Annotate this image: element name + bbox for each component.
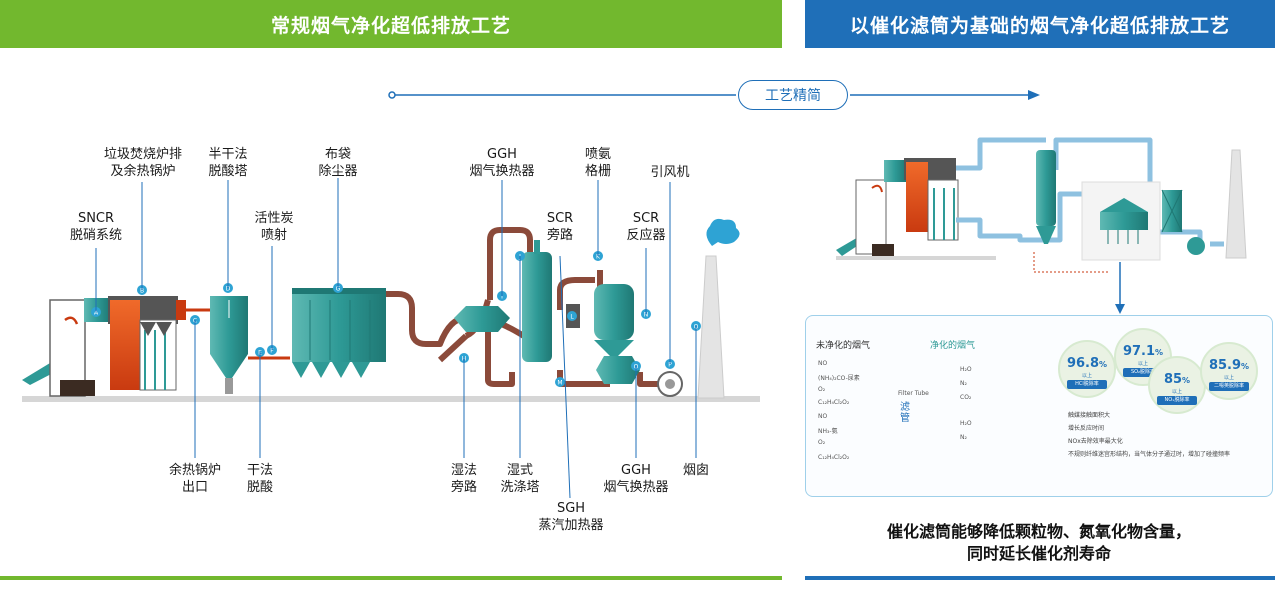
stat-dioxin: 85.9% 以上 二噁英脱除率	[1200, 342, 1258, 400]
left-title-banner: 常规烟气净化超低排放工艺	[0, 0, 782, 48]
node-markers: ABCDEFGHIJKLMNOPQ	[91, 251, 701, 387]
label-wet-scrubber: 湿式 洗涤塔	[500, 463, 540, 495]
caption-line-2: 同时延长催化剂寿命	[966, 544, 1111, 563]
induced-fan-icon	[657, 371, 683, 397]
node-letter-N: N	[644, 312, 649, 319]
leader-lines	[95, 178, 697, 499]
node-letter-G: G	[336, 286, 341, 293]
node-letter-B: B	[140, 288, 144, 295]
node-letter-A: A	[94, 310, 99, 317]
node-letter-P: P	[668, 362, 672, 369]
process-simplified-pill: 工艺精简	[738, 80, 848, 110]
node-letter-K: K	[596, 254, 601, 261]
label-ggh-top: GGH 烟气换热器	[469, 147, 535, 179]
input-4: NO	[818, 413, 828, 420]
label-semi-dry: 半干法 脱酸塔	[208, 147, 248, 179]
output-3: H₂O	[960, 420, 972, 427]
label-wet-bypass: 湿法 旁路	[450, 463, 477, 495]
label-dry-acid: 干法 脱酸	[246, 463, 273, 495]
node-letter-I: I	[501, 294, 503, 301]
input-5: NH₃-氨	[818, 428, 838, 435]
bottom-line-left	[0, 576, 782, 580]
process-arrow	[388, 90, 1040, 100]
bullet-3: 不规则纤维迷宫形结构，当气体分子通过时，增加了碰撞频率	[1068, 451, 1231, 458]
input-0: NO	[818, 360, 828, 367]
node-letter-F: F	[270, 348, 274, 355]
label-induced-fan: 引风机	[650, 165, 690, 180]
node-letter-L: L	[570, 314, 574, 321]
bag-filter-icon	[292, 288, 386, 378]
node-marker-M	[555, 377, 565, 387]
input-3: C₁₂H₄Cl₂O₂	[818, 399, 850, 406]
input-7: C₁₂H₄Cl₂O₂	[818, 454, 850, 461]
flue-pipe	[386, 227, 680, 387]
input-1: (NH₄)₂CO-尿素	[818, 375, 860, 382]
label-boiler-outlet: 余热锅炉 出口	[168, 463, 221, 495]
chimney-icon	[697, 218, 740, 399]
output-2: CO₂	[960, 394, 972, 401]
ground-line	[22, 396, 760, 402]
right-title: 以催化滤筒为基础的烟气净化超低排放工艺	[849, 14, 1230, 37]
label-scr-bypass: SCR 旁路	[546, 211, 574, 243]
left-title: 常规烟气净化超低排放工艺	[270, 14, 511, 37]
label-chimney: 烟囱	[682, 463, 709, 478]
bullet-0: 触媒接触面积大	[1068, 412, 1111, 419]
ggh-bottom-icon	[596, 356, 640, 384]
clean-gas-label: 净化的烟气	[930, 341, 976, 351]
catalyst-filter-panel	[805, 315, 1273, 497]
label-scr-reactor: SCR 反应器	[626, 211, 666, 243]
node-letter-M: M	[557, 380, 562, 387]
filter-tube-en: Filter Tube	[898, 390, 929, 397]
label-activated-carbon: 活性炭 喷射	[254, 211, 294, 243]
bullet-1: 增长反应时间	[1068, 425, 1105, 432]
bottom-line-right	[805, 576, 1275, 580]
right-title-banner: 以催化滤筒为基础的烟气净化超低排放工艺	[805, 0, 1275, 48]
stat-hcl: 96.8% 以上 HCl脱除率	[1058, 340, 1116, 398]
label-sgh: SGH 蒸汽加热器	[538, 501, 604, 533]
node-marker-L	[567, 311, 577, 321]
boiler-icon	[22, 296, 186, 397]
label-ggh-bottom: GGH 烟气换热器	[603, 463, 669, 495]
output-4: N₂	[960, 434, 967, 441]
unclean-gas-label: 未净化的烟气	[816, 341, 871, 351]
caption-line-1: 催化滤筒能够降低颗粒物、氮氧化物含量，	[886, 522, 1191, 541]
output-1: N₂	[960, 380, 967, 387]
output-0: H₂O	[960, 366, 972, 373]
input-2: O₂	[818, 386, 826, 393]
semi-dry-tower-icon	[210, 296, 248, 394]
input-6: O₂	[818, 439, 826, 446]
label-spray-ammonia: 喷氨 格栅	[584, 147, 611, 179]
bullet-2: NOx去除效率最大化	[1068, 438, 1123, 445]
node-letter-D: D	[226, 286, 231, 293]
stat-nox: 85% 以上 NOₓ脱除率	[1148, 356, 1206, 414]
simplified-flow-icon	[836, 137, 1247, 314]
wet-scrubber-icon	[522, 240, 552, 362]
label-sncr: SNCR 脱硝系统	[69, 211, 122, 243]
filter-tube-cn: 滤 管	[900, 402, 910, 424]
scr-reactor-icon	[566, 284, 634, 356]
label-garbage-boiler: 垃圾焚烧炉排 及余热锅炉	[103, 147, 182, 179]
label-bag-filter: 布袋 除尘器	[318, 147, 358, 179]
ggh-top-icon	[454, 306, 510, 332]
